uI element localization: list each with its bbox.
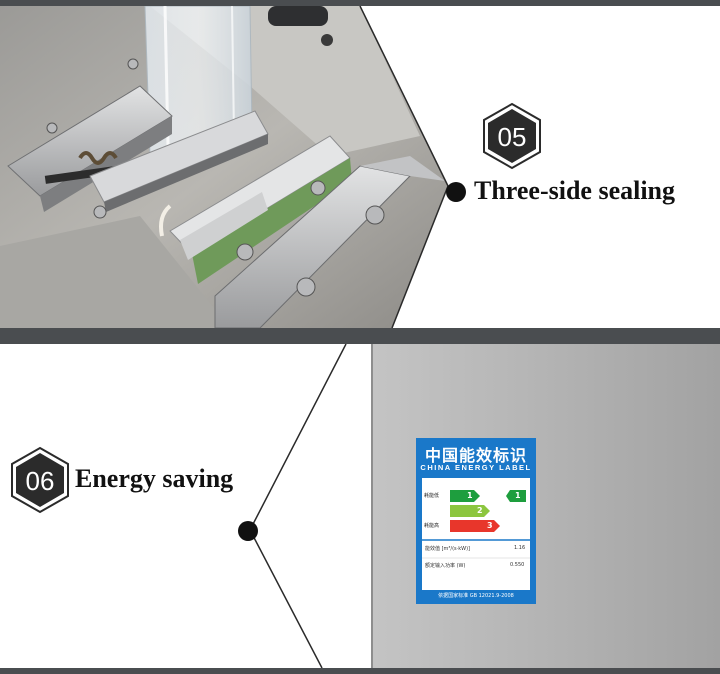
energy-label-low-text: 耗能低: [424, 493, 440, 499]
section-three-side-sealing: 05 Three-side sealing: [0, 6, 720, 328]
connector-dot-05: [446, 182, 466, 202]
sealing-machine-photo: 05: [0, 6, 541, 328]
grade-2-text: 2: [477, 506, 483, 515]
connector-dot-06: [238, 521, 258, 541]
hexagon-number-05: 05: [483, 102, 541, 170]
china-energy-label: 中国能效标识 CHINA ENERGY LABEL 耗能低 耗能高 1 2 3 …: [416, 438, 536, 604]
grade-bar-2: [450, 505, 490, 517]
energy-grade-bars: [422, 490, 530, 559]
energy-label-footer: 依据国家标准 GB 12021.9-2008: [438, 593, 514, 599]
current-grade-text: 1: [515, 491, 521, 500]
grade-bar-1: [450, 490, 480, 502]
energy-panel-photo: 06: [11, 344, 720, 668]
current-grade-marker: [506, 490, 526, 502]
top-divider-bar: [0, 0, 720, 6]
section-number-06: 06: [26, 466, 55, 496]
energy-label-row1-label: 能效值 [m³/(s·kW)]: [425, 546, 470, 552]
section-energy-saving: 06 Energy saving: [0, 344, 720, 668]
energy-label-row2-label: 额定输入功率 (W): [425, 563, 466, 569]
caption-three-side-sealing: Three-side sealing: [474, 176, 676, 205]
bottom-divider-bar: [0, 668, 720, 674]
energy-label-title-cn: 中国能效标识: [424, 446, 527, 465]
caption-energy-saving: Energy saving: [75, 464, 234, 493]
middle-divider-bar: [0, 328, 720, 344]
grade-1-text: 1: [467, 491, 473, 500]
energy-label-high-text: 耗能高: [424, 523, 440, 529]
energy-label-title-en: CHINA ENERGY LABEL: [420, 463, 532, 472]
energy-label-row2-value: 0.550: [510, 562, 525, 568]
energy-label-row1-value: 1.16: [514, 545, 526, 551]
energy-label-body: 耗能低 耗能高 1 2 3 1 能效值 [m³/(s·kW)] 1.16 额定输…: [422, 478, 530, 590]
hexagon-number-06: 06: [11, 446, 69, 514]
grade-3-text: 3: [487, 521, 493, 530]
grade-bar-3: [450, 520, 500, 532]
section-number-05: 05: [498, 122, 527, 152]
